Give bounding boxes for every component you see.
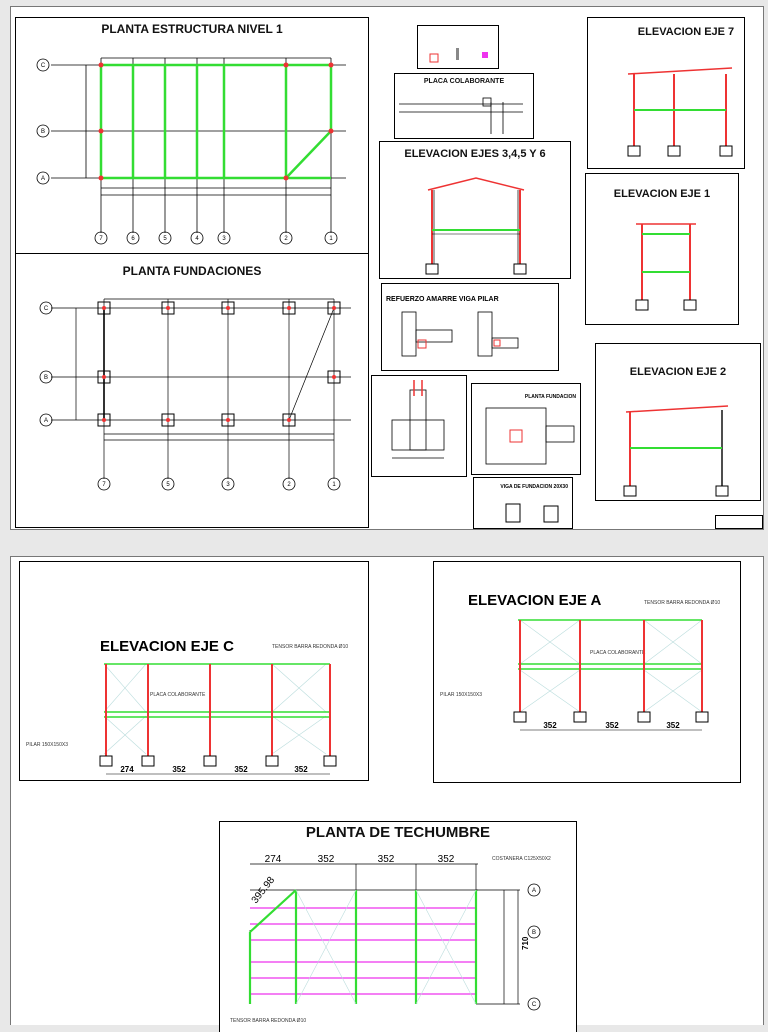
- tensor-label-c: TENSOR BARRA REDONDA Ø10: [272, 644, 349, 650]
- placa-label-c: PLACA COLABORANTE: [150, 692, 206, 698]
- elevacion-eje1-title: ELEVACION EJE 1: [613, 188, 711, 200]
- drawing-sheet-1: PLANTA ESTRUCTURA NIVEL 1: [10, 6, 764, 530]
- pilar-label-c: PILAR 150X150X3: [26, 742, 68, 748]
- planta-fundaciones-panel: PLANTA FUNDACIONES: [15, 253, 369, 515]
- grid-axis-label: B: [41, 129, 45, 135]
- elevacion-eje7-panel: ELEVACION EJE 7: [587, 17, 745, 169]
- grid-axis-label: 3: [222, 236, 226, 242]
- grid-axis-label: 7: [102, 482, 106, 488]
- elevacion-eje7-title: ELEVACION EJE 7: [637, 26, 735, 38]
- dimension-label: 352: [234, 765, 248, 774]
- dimension-label: 274: [265, 854, 282, 865]
- grid-axis-label: B: [532, 930, 536, 936]
- grid-axis-label: A: [44, 418, 48, 424]
- planta-fundaciones-drawing: C B A 7 5 3 2 1: [39, 298, 351, 491]
- grid-axis-label: 5: [163, 236, 167, 242]
- drawing-sheet-2: ELEVACION EJE C TENSOR BARRA REDONDA Ø10…: [10, 556, 764, 1032]
- grid-axis-label: 5: [166, 482, 170, 488]
- elevacion-eje2-title: ELEVACION EJE 2: [629, 366, 727, 378]
- elevacion-eje-c-panel: ELEVACION EJE C TENSOR BARRA REDONDA Ø10…: [19, 561, 369, 781]
- grid-axis-label: C: [41, 63, 46, 69]
- viga-fundacion-title: VIGA DE FUNDACION 20X30: [500, 484, 568, 490]
- elevacion-eje1-panel: ELEVACION EJE 1: [585, 173, 739, 325]
- placa-label-a: PLACA COLABORANTE: [590, 650, 646, 656]
- elevacion-eje2-panel: ELEVACION EJE 2: [595, 343, 761, 501]
- elevacion-eje-c-title: ELEVACION EJE C: [100, 638, 234, 655]
- refuerzo-title: REFUERZO AMARRE VIGA PILAR: [386, 296, 499, 303]
- placa-colaborante-title: PLACA COLABORANTE: [423, 78, 505, 85]
- placa-colaborante-panel: PLACA COLABORANTE: [394, 73, 534, 139]
- dimension-label: 352: [378, 854, 395, 865]
- grid-axis-label: 3: [226, 482, 230, 488]
- pilar-detail-panel: [371, 375, 467, 477]
- viga-fundacion-panel: VIGA DE FUNDACION 20X30: [473, 477, 573, 529]
- grid-axis-label: 1: [329, 236, 333, 242]
- planta-estructura-panel: PLANTA ESTRUCTURA NIVEL 1: [15, 17, 369, 255]
- grid-axis-label: 2: [287, 482, 291, 488]
- grid-axis-label: A: [532, 888, 536, 894]
- dimension-label: 352: [605, 721, 619, 730]
- dimension-label: 352: [172, 765, 186, 774]
- grid-axis-label: 1: [332, 482, 336, 488]
- tensor-label-a: TENSOR BARRA REDONDA Ø10: [644, 600, 721, 606]
- grid-axis-label: B: [44, 375, 48, 381]
- planta-estructura-drawing: C B A 7 6 5 4 3 2 1: [36, 57, 346, 245]
- tensor-label-techo: TENSOR BARRA REDONDA Ø10: [230, 1018, 307, 1024]
- legend-box: [417, 25, 499, 69]
- grid-axis-label: C: [44, 306, 49, 312]
- grid-axis-label: 4: [195, 236, 199, 242]
- dimension-label: 274: [120, 765, 134, 774]
- grid-axis-label: 7: [99, 236, 103, 242]
- elevacion-eje-a-panel: ELEVACION EJE A TENSOR BARRA REDONDA Ø10…: [433, 561, 741, 783]
- grid-axis-label: C: [532, 1002, 537, 1008]
- elevacion-ejes-title: ELEVACION EJES 3,4,5 Y 6: [404, 148, 546, 160]
- dimension-label: 352: [543, 721, 557, 730]
- planta-fundacion-title: PLANTA FUNDACION: [524, 394, 576, 400]
- pilar-label-a: PILAR 150X150X3: [440, 692, 482, 698]
- title-block: [715, 515, 763, 529]
- planta-techumbre-panel: PLANTA DE TECHUMBRE COSTANERA C125X50X2 …: [219, 821, 577, 1032]
- bottom-strip: [15, 513, 369, 528]
- refuerzo-panel: REFUERZO AMARRE VIGA PILAR: [381, 283, 559, 371]
- elevacion-eje-c-drawing: 274 352 352 352: [99, 663, 337, 775]
- grid-axis-label: 6: [131, 236, 135, 242]
- side-dimension: 710: [521, 936, 530, 950]
- dimension-label: 352: [438, 854, 455, 865]
- dimension-label: 352: [294, 765, 308, 774]
- dimension-label: 352: [318, 854, 335, 865]
- planta-fundacion-panel: PLANTA FUNDACION: [471, 383, 581, 475]
- planta-techumbre-title: PLANTA DE TECHUMBRE: [305, 824, 491, 841]
- planta-estructura-title: PLANTA ESTRUCTURA NIVEL 1: [101, 22, 283, 36]
- dimension-label: 352: [666, 721, 680, 730]
- grid-axis-label: 2: [284, 236, 288, 242]
- elevacion-ejes-panel: ELEVACION EJES 3,4,5 Y 6: [379, 141, 571, 279]
- grid-axis-label: A: [41, 176, 45, 182]
- costanera-label: COSTANERA C125X50X2: [492, 856, 551, 862]
- elevacion-eje-a-title: ELEVACION EJE A: [468, 592, 602, 609]
- elevacion-eje-a-drawing: 352 352 352: [513, 619, 709, 731]
- planta-fundaciones-title: PLANTA FUNDACIONES: [122, 264, 262, 278]
